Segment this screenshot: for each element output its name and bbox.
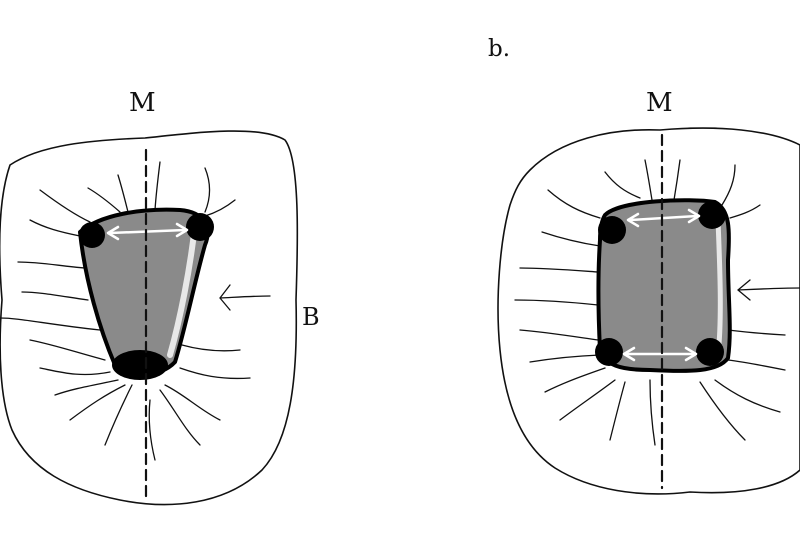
left-double-arrow bbox=[106, 222, 189, 241]
left-tooth-outline bbox=[0, 130, 299, 506]
left-tooth-fissures bbox=[0, 161, 271, 461]
left-tooth bbox=[0, 130, 299, 506]
left-point-3 bbox=[112, 350, 168, 380]
left-cavity-highlight bbox=[167, 222, 198, 358]
right-point-1 bbox=[598, 216, 626, 244]
left-point-1 bbox=[79, 222, 105, 248]
right-point-2 bbox=[698, 201, 726, 229]
mesial-label-left: M bbox=[129, 88, 156, 118]
right-double-arrow-bottom bbox=[622, 346, 698, 362]
right-double-arrow-top bbox=[626, 208, 701, 228]
panel-label-b: b. bbox=[488, 36, 511, 62]
right-point-4 bbox=[696, 338, 724, 366]
right-cavity-highlight bbox=[715, 217, 723, 358]
right-tooth-fissures bbox=[514, 159, 800, 446]
left-point-2 bbox=[186, 213, 214, 241]
right-point-3 bbox=[595, 338, 623, 366]
buccal-label: B bbox=[302, 303, 320, 331]
right-tooth-outline bbox=[497, 127, 800, 495]
mesial-label-right: M bbox=[646, 88, 673, 118]
right-tooth bbox=[497, 127, 800, 495]
